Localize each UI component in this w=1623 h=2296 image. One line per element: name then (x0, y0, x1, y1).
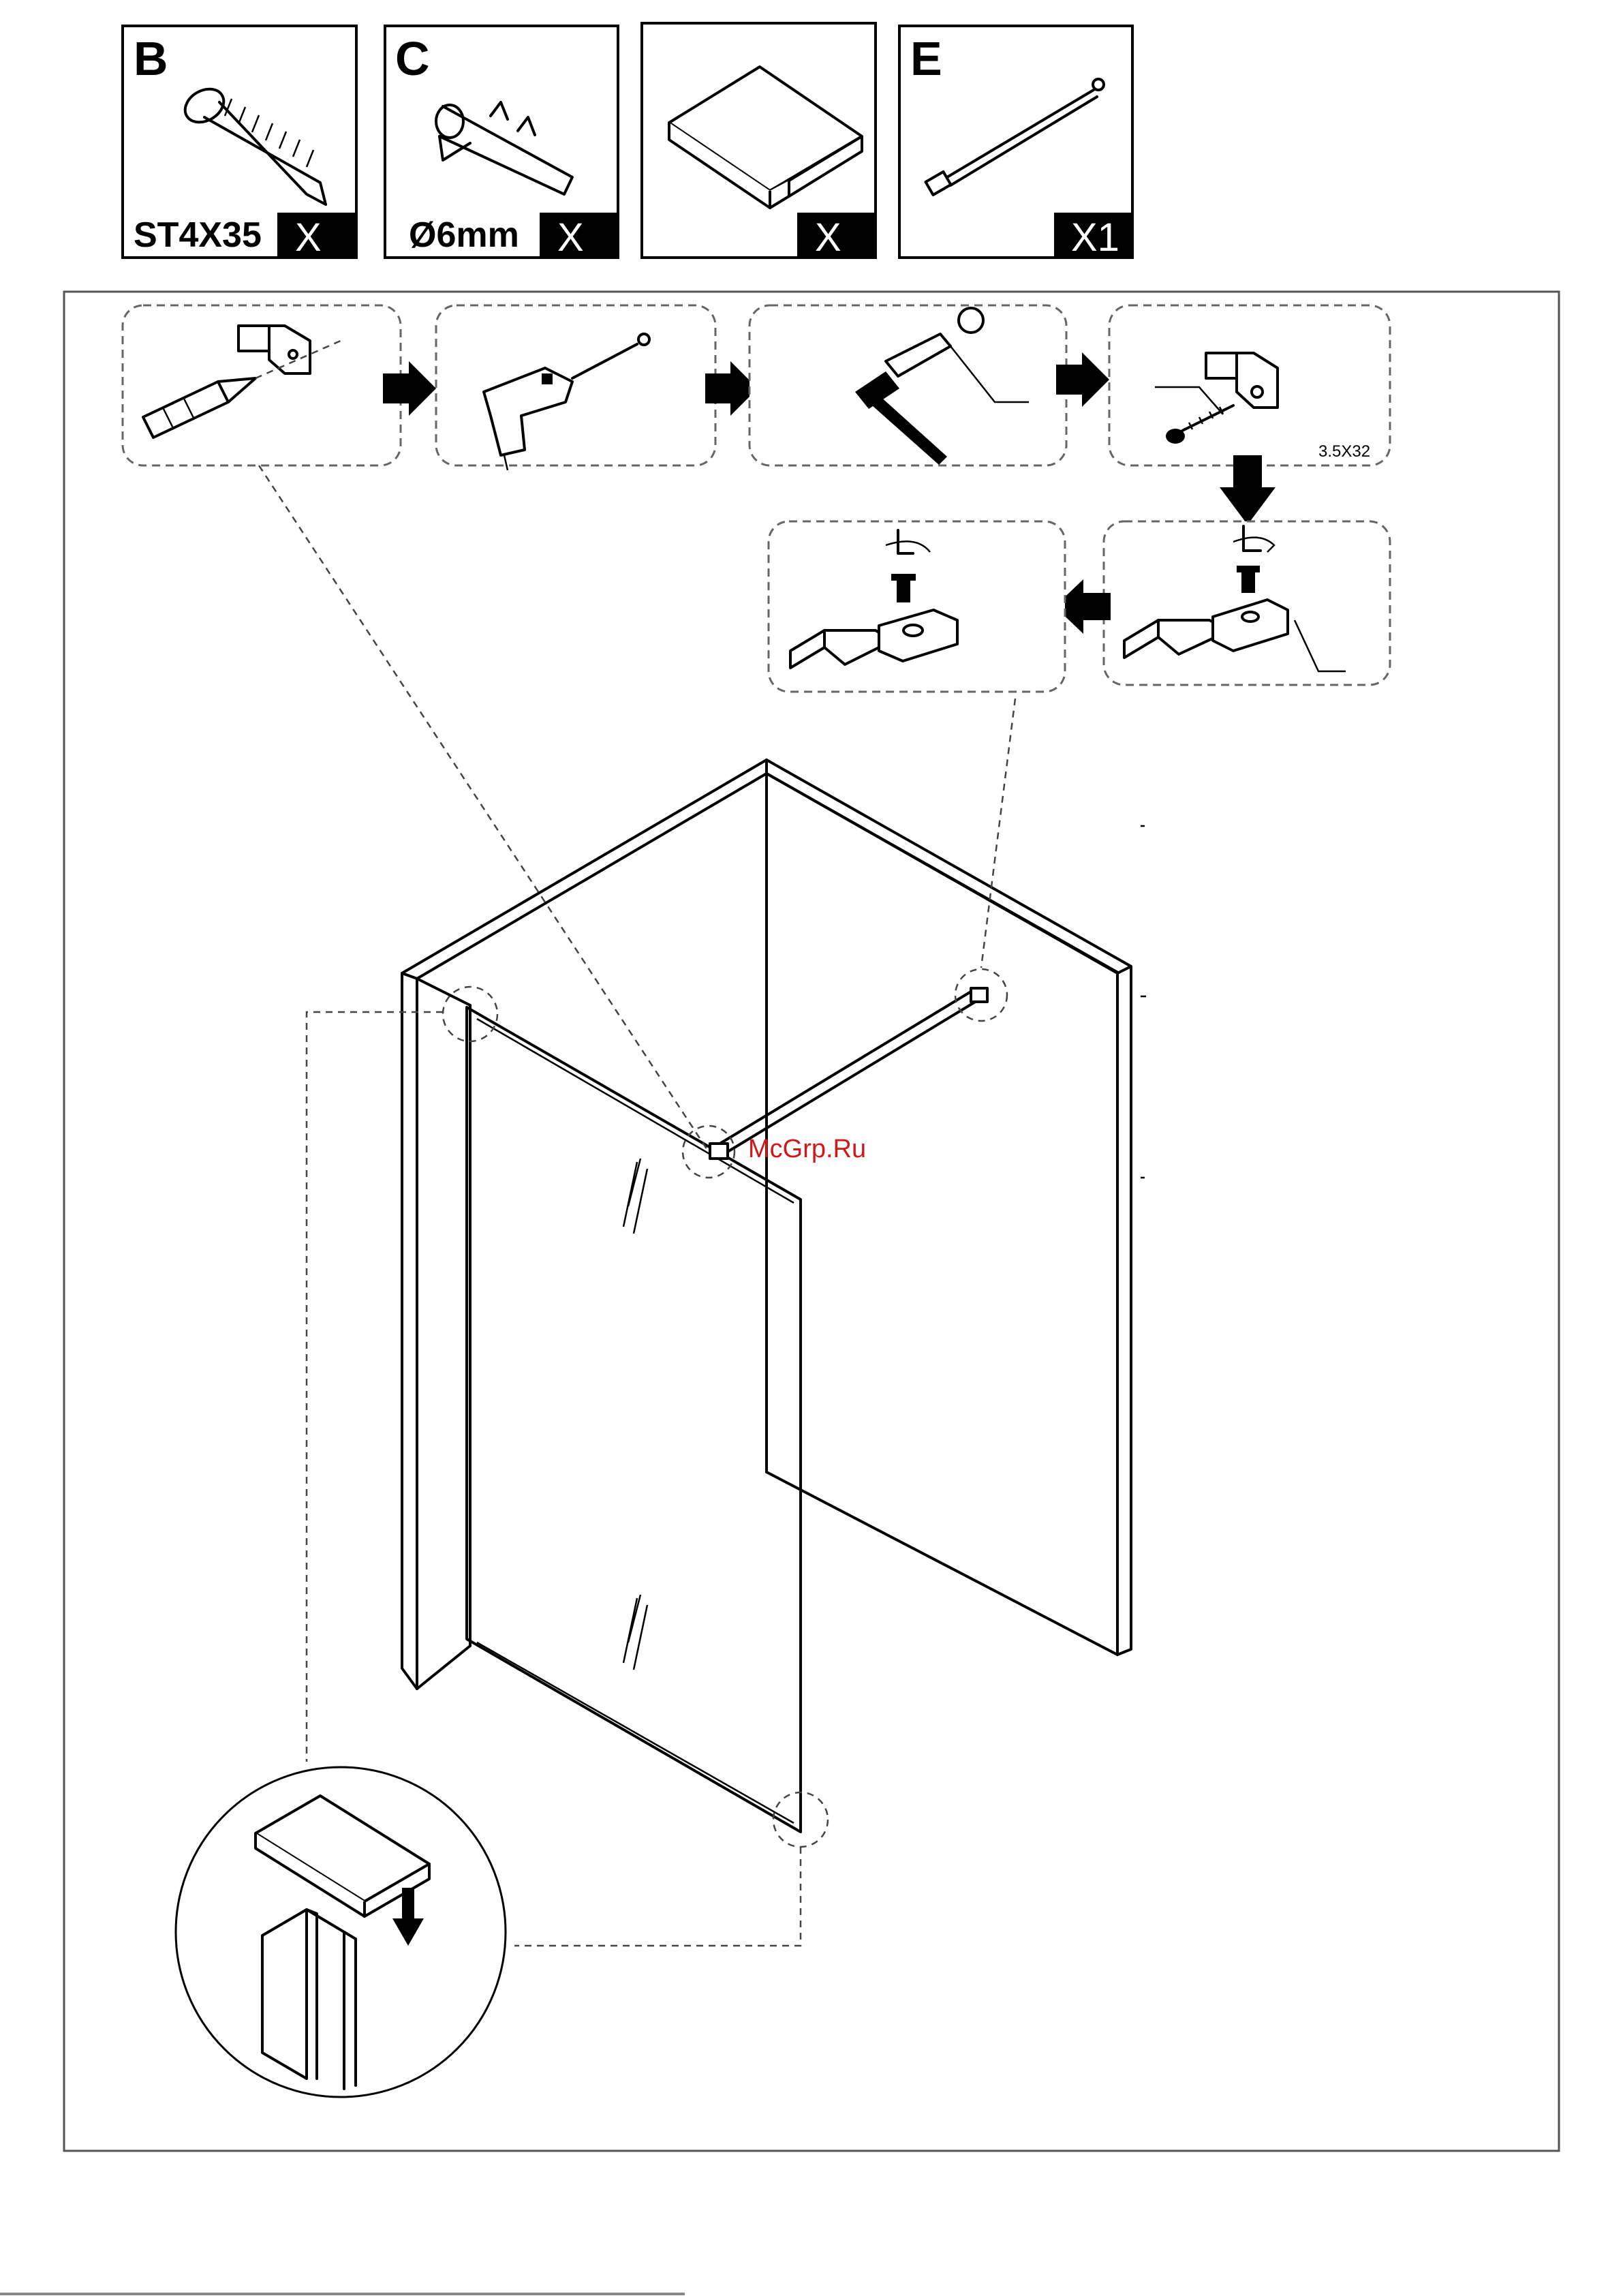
part-letter-c: C (395, 32, 430, 85)
leader-line (981, 699, 1015, 968)
leader-line (259, 465, 709, 1152)
part-letter-b: B (134, 32, 168, 85)
part-qty-cap: X (815, 215, 841, 260)
leader-line (307, 1012, 443, 1762)
part-spec-b: ST4X35 (134, 215, 262, 255)
step-2-drill-panel (436, 305, 715, 470)
part-spec-c: Ø6mm (409, 215, 519, 255)
glass-reflection-icon (623, 1159, 647, 1670)
part-box-b: B ST4X35 X (123, 26, 356, 260)
tick-mark (1141, 826, 1146, 1178)
screw-size-label: 3.5X32 (1318, 442, 1370, 461)
part-qty-c: X (557, 215, 584, 260)
end-cap-detail (176, 1767, 506, 2097)
step-1-mark-panel (123, 305, 401, 465)
part-box-c: C Ø6mm X (385, 26, 618, 260)
step-3-hammer-panel (749, 305, 1066, 465)
leader-line (514, 1847, 801, 1946)
glass-panel (467, 1005, 801, 1832)
step-4-screw-panel: 3.5X32 (1109, 305, 1390, 465)
step-5-attach-bar-panel (1104, 521, 1390, 685)
watermark: McGrp.Ru (748, 1135, 866, 1163)
part-qty-e: X1 (1071, 215, 1119, 260)
part-letter-e: E (910, 32, 942, 85)
step-6-tighten-panel (769, 521, 1065, 692)
part-qty-b: X (295, 215, 322, 260)
support-bar (710, 988, 987, 1159)
shower-room-walls (402, 760, 1131, 1689)
part-box-e: E X1 (899, 26, 1132, 260)
part-box-cap: X (642, 23, 876, 260)
